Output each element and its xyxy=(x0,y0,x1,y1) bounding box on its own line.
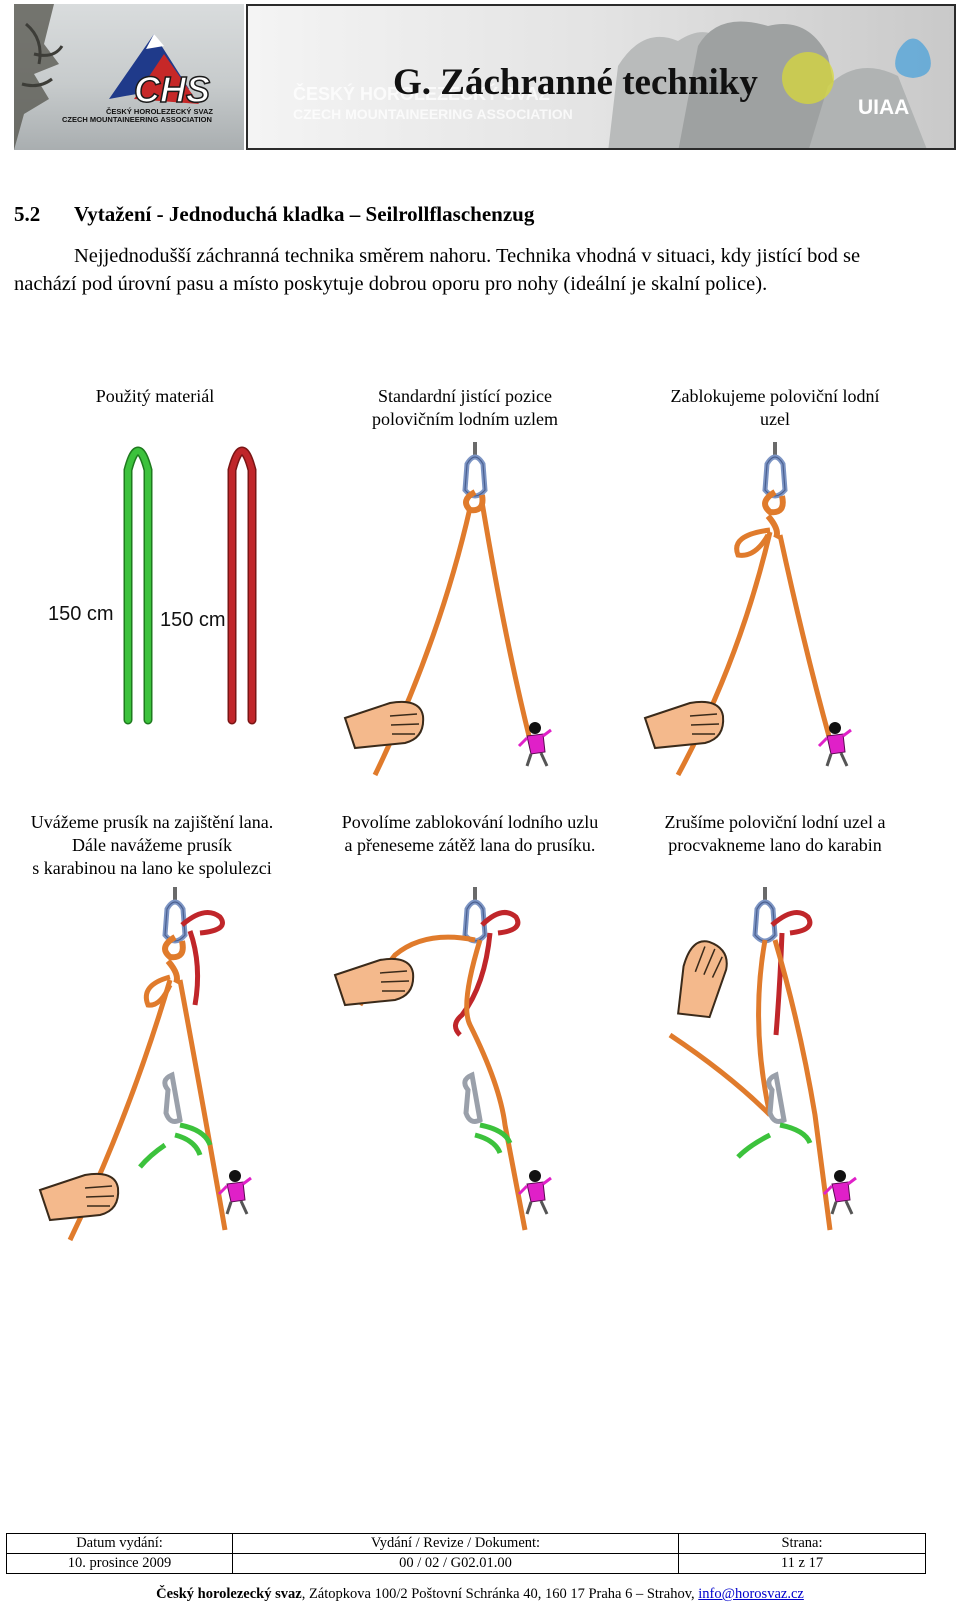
footer-document: 00 / 02 / G02.01.00 xyxy=(232,1553,679,1574)
footer-page: 11 z 17 xyxy=(678,1553,926,1574)
page-title: G. Záchranné techniky xyxy=(393,62,758,103)
anchor-carabiner-icon xyxy=(765,442,785,496)
hand-icon xyxy=(644,700,725,749)
red-prusik xyxy=(180,910,225,1006)
figure-prusik xyxy=(30,885,290,1250)
green-prusik xyxy=(474,1122,513,1155)
hand-icon xyxy=(39,1172,120,1221)
footer-date: 10. prosince 2009 xyxy=(6,1553,233,1574)
footer-header-row: Datum vydání: Vydání / Revize / Dokument… xyxy=(6,1533,926,1554)
climber-rope xyxy=(777,534,833,741)
climber-rope xyxy=(177,979,228,1231)
figure-material: 150 cm 150 cm xyxy=(20,440,280,745)
red-sling xyxy=(227,446,257,725)
figure-standard-belay xyxy=(330,440,590,785)
hand-icon xyxy=(662,934,740,1028)
green-prusik xyxy=(138,1122,213,1169)
title-banner: UIAA ČESKÝ HOROLEZECKÝ SVAZ CZECH MOUNTA… xyxy=(246,4,956,150)
footer-org: Český horolezecký svaz xyxy=(156,1586,302,1602)
watermark-line2: CZECH MOUNTAINEERING ASSOCIATION xyxy=(293,106,573,122)
footer-header-page: Strana: xyxy=(678,1533,926,1554)
green-sling xyxy=(123,446,153,725)
anchor-carabiner-icon xyxy=(755,887,775,941)
badge-icon xyxy=(782,52,834,104)
section-number: 5.2 xyxy=(14,202,41,226)
footer-address: Český horolezecký svaz, Zátopkova 100/2 … xyxy=(0,1586,960,1603)
green-prusik xyxy=(736,1122,813,1159)
chs-logo-graphic: CHS ČESKÝ HOROLEZECKÝ SVAZ CZECH MOUNTAI… xyxy=(14,4,213,150)
prusik-carabiner-icon xyxy=(462,1071,483,1124)
blocking-loop xyxy=(734,527,771,558)
footer-header-date: Datum vydání: xyxy=(6,1533,233,1554)
climber-rope xyxy=(479,501,533,741)
footer-value-row: 10. prosince 2009 00 / 02 / G02.01.00 11… xyxy=(6,1553,926,1574)
prusik-carabiner-icon xyxy=(766,1071,787,1124)
green-sling-length: 150 cm xyxy=(48,603,114,625)
section-title: Vytažení - Jednoduchá kladka – Seilrollf… xyxy=(74,202,535,226)
intro-paragraph: Nejjednodušší záchranná technika směrem … xyxy=(14,245,861,295)
climber-rope xyxy=(464,939,528,1231)
figure-transfer-load xyxy=(330,885,590,1250)
climber-icon xyxy=(217,1168,253,1216)
prusik-carabiner-icon xyxy=(162,1071,183,1124)
blocked-munter-hitch xyxy=(762,489,786,540)
svg-text:ČESKÝ HOROLEZECKÝ SVAZ: ČESKÝ HOROLEZECKÝ SVAZ xyxy=(106,107,213,116)
footer-address-text: , Zátopkova 100/2 Poštovní Schránka 40, … xyxy=(301,1586,699,1602)
footer-email-link[interactable]: info@horosvaz.cz xyxy=(698,1586,804,1602)
uiaa-label: UIAA xyxy=(858,96,909,119)
caption-standard-belay: Standardní jistící pozice polovičním lod… xyxy=(372,386,558,429)
brake-rope xyxy=(675,531,773,777)
hauling-rope xyxy=(668,1032,772,1117)
red-prusik xyxy=(453,910,521,1037)
hand-icon xyxy=(334,957,415,1006)
svg-text:CHS: CHS xyxy=(134,69,210,110)
red-prusik xyxy=(770,910,813,1036)
section-heading: 5.2 Vytažení - Jednoduchá kladka – Seilro… xyxy=(14,202,534,227)
figure-clip-rope xyxy=(630,885,890,1250)
red-sling-length: 150 cm xyxy=(160,609,226,631)
blocked-munter-hitch xyxy=(162,934,186,985)
footer-header-document: Vydání / Revize / Dokument: xyxy=(232,1533,679,1554)
caption-block-knot: Zablokujeme poloviční lodní uzel xyxy=(670,386,880,429)
climber-icon xyxy=(517,720,553,768)
page-header: CHS ČESKÝ HOROLEZECKÝ SVAZ CZECH MOUNTAI… xyxy=(14,4,958,152)
footer-table: Datum vydání: Vydání / Revize / Dokument… xyxy=(6,1533,926,1574)
caption-material: Použitý materiál xyxy=(95,386,215,406)
watermark-line1: ČESKÝ HOROLEZECKÝ SVAZ xyxy=(293,84,550,104)
climber-icon xyxy=(517,1168,553,1216)
redirected-rope xyxy=(756,939,833,1231)
figure-block-knot xyxy=(630,440,890,785)
climber-icon xyxy=(817,720,853,768)
rock-background: UIAA xyxy=(608,21,931,148)
uiaa-drop-icon xyxy=(895,38,931,78)
caption-prusik: Uvážeme prusík na zajištění lana. Dále n… xyxy=(30,812,274,878)
anchor-carabiner-icon xyxy=(165,887,185,941)
chs-logo: CHS ČESKÝ HOROLEZECKÝ SVAZ CZECH MOUNTAI… xyxy=(14,4,244,150)
caption-clip-rope: Zrušíme poloviční lodní uzel a procvakne… xyxy=(664,812,886,855)
caption-transfer-load: Povolíme zablokování lodního uzlu a přen… xyxy=(341,812,599,855)
hand-icon xyxy=(344,700,425,749)
anchor-carabiner-icon xyxy=(465,887,485,941)
svg-text:CZECH MOUNTAINEERING ASSOCIATI: CZECH MOUNTAINEERING ASSOCIATION xyxy=(62,115,212,124)
anchor-carabiner-icon xyxy=(465,442,485,496)
